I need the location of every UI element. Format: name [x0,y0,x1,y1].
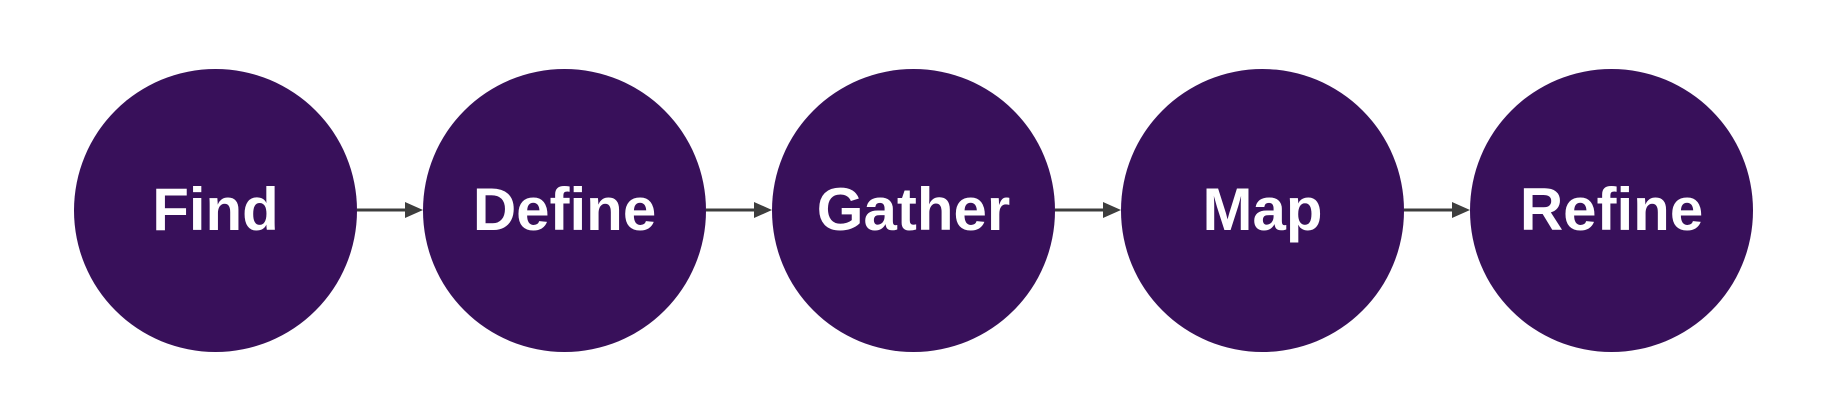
arrow-right-icon [357,202,423,218]
arrow-right-icon [1055,202,1121,218]
step-label-gather: Gather [816,176,1011,243]
arrow-right-icon [1404,202,1470,218]
step-node-refine: Refine [1470,68,1753,352]
arrow-right-icon [706,202,772,218]
step-node-find: Find [74,68,357,352]
step-node-gather: Gather [772,68,1055,352]
step-label-refine: Refine [1519,176,1704,243]
step-node-define: Define [423,68,706,352]
step-node-map: Map [1121,68,1404,352]
step-label-map: Map [1202,176,1323,243]
step-label-define: Define [472,176,657,243]
step-label-find: Find [152,176,279,243]
